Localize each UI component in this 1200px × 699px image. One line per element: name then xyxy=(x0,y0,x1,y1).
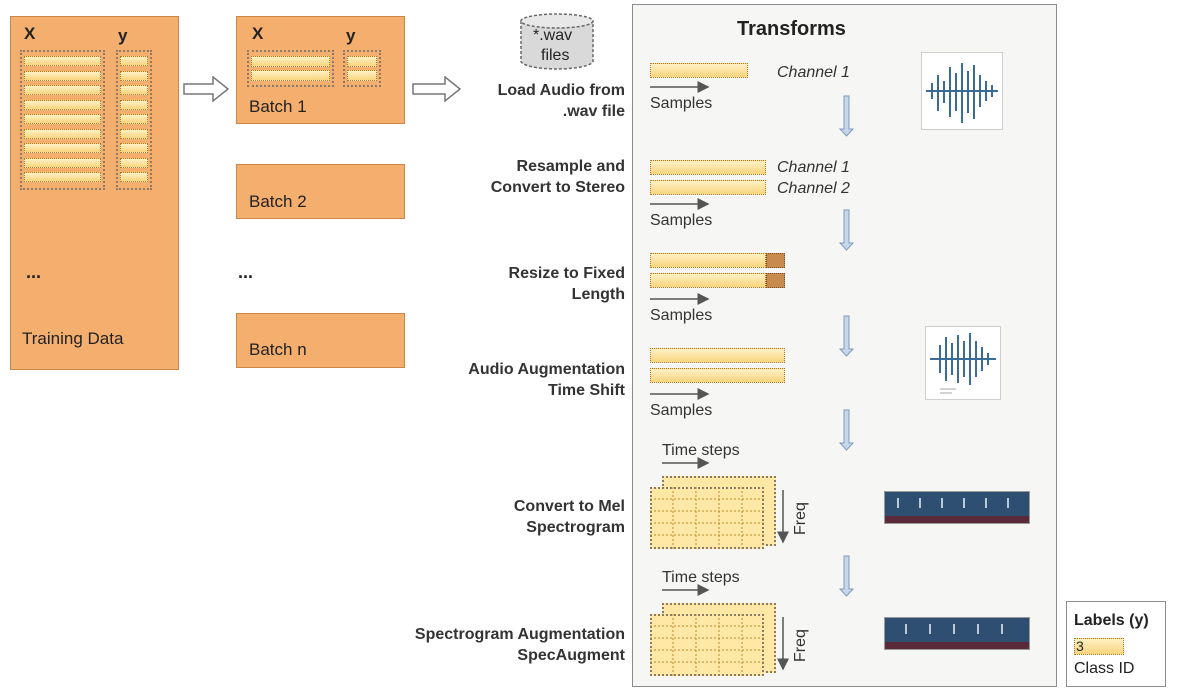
hollow-arrow-icon xyxy=(412,76,462,102)
batch-1-row xyxy=(251,56,330,67)
database-icon xyxy=(520,13,594,70)
padding-block xyxy=(766,253,785,268)
time-steps-label: Time steps xyxy=(662,569,740,586)
class-id-caption: Class ID xyxy=(1074,660,1135,677)
training-x-column xyxy=(20,50,105,190)
training-row xyxy=(120,114,148,124)
step-label-line: Resample and xyxy=(516,158,625,175)
training-y-label: y xyxy=(118,26,128,45)
training-row xyxy=(24,99,101,110)
step-resize: Resize to Fixed Length xyxy=(509,263,625,305)
training-row xyxy=(24,157,101,168)
spectrogram-grid-front xyxy=(650,614,764,676)
batch-1-caption: Batch 1 xyxy=(249,97,307,116)
channel-1-label: Channel 1 xyxy=(777,159,850,176)
training-y-column xyxy=(116,50,152,190)
audio-channel-bar xyxy=(650,368,785,383)
padding-block xyxy=(766,273,785,288)
training-x-label: X xyxy=(24,24,36,43)
audio-channel-bar xyxy=(650,160,766,175)
training-row xyxy=(120,143,148,153)
step-label-line: Convert to Mel xyxy=(513,498,625,515)
training-row xyxy=(120,99,148,110)
step-spec-augment: Spectrogram Augmentation SpecAugment xyxy=(415,624,625,666)
batch-2-caption: Batch 2 xyxy=(249,192,307,211)
class-id-value-box xyxy=(1074,638,1124,655)
training-row xyxy=(24,172,101,182)
batch-1-y-label: y xyxy=(346,26,356,45)
training-row xyxy=(120,70,148,81)
audio-channel-bar xyxy=(650,253,766,268)
training-caption: Training Data xyxy=(22,329,124,348)
training-row xyxy=(120,128,148,139)
step-time-shift: Audio Augmentation Time Shift xyxy=(468,359,625,401)
training-row xyxy=(120,157,148,168)
down-arrow-icon xyxy=(838,95,855,597)
batch-1-row xyxy=(347,56,377,67)
step-label-line: SpecAugment xyxy=(517,647,625,664)
channel-2-label: Channel 2 xyxy=(777,180,850,197)
step-resample: Resample and Convert to Stereo xyxy=(491,156,625,198)
transforms-title: Transforms xyxy=(737,18,846,40)
step-label-line: Audio Augmentation xyxy=(468,361,625,378)
audio-channel-bar xyxy=(650,63,748,78)
training-row xyxy=(120,172,148,182)
step-label-line: Time Shift xyxy=(547,382,625,399)
samples-label: Samples xyxy=(650,95,713,112)
samples-label: Samples xyxy=(650,402,713,419)
samples-label: Samples xyxy=(650,307,713,324)
step-label-line: Resize to Fixed xyxy=(508,265,625,282)
samples-arrow-icon xyxy=(650,81,710,596)
step-label-line: Length xyxy=(571,286,625,303)
samples-label: Samples xyxy=(650,212,713,229)
training-row xyxy=(120,56,148,66)
wav-files-line2: files xyxy=(541,47,570,64)
labels-box-title: Labels (y) xyxy=(1074,612,1149,629)
batch-1-x-label: X xyxy=(252,24,264,43)
step-label-line: Convert to Stereo xyxy=(490,179,625,196)
waveform-thumbnail xyxy=(921,52,1003,130)
waveform-thumbnail xyxy=(925,326,1001,400)
step-label-line: .wav file xyxy=(562,103,625,120)
audio-channel-bar xyxy=(650,180,766,195)
class-id-value: 3 xyxy=(1076,638,1084,654)
batch-1-row xyxy=(251,70,330,81)
spectrogram-grid-lines xyxy=(650,487,764,676)
time-steps-label: Time steps xyxy=(662,442,740,459)
step-label-line: Spectrogram Augmentation xyxy=(414,626,625,643)
batch-2-block xyxy=(236,164,405,219)
training-row xyxy=(120,85,148,95)
training-row xyxy=(24,128,101,139)
audio-channel-bar xyxy=(650,348,785,363)
spectrogram-thumbnail xyxy=(884,617,1030,650)
training-row xyxy=(24,85,101,95)
audio-channel-bar xyxy=(650,273,766,288)
step-load-audio: Load Audio from .wav file xyxy=(498,80,625,122)
batch-1-x-column xyxy=(247,50,334,87)
training-ellipsis: ... xyxy=(26,262,42,282)
batch-1-row xyxy=(347,70,377,81)
training-row xyxy=(24,70,101,81)
hollow-arrow-icon xyxy=(183,76,229,102)
step-mel-spectrogram: Convert to Mel Spectrogram xyxy=(514,496,625,538)
spectrogram-grid-front xyxy=(650,487,764,549)
channel-1-label: Channel 1 xyxy=(777,64,850,81)
batch-ellipsis: ... xyxy=(238,262,254,282)
batch-1-y-column xyxy=(343,50,381,87)
training-row xyxy=(24,114,101,124)
training-row xyxy=(24,56,101,66)
training-row xyxy=(24,143,101,153)
spectrogram-thumbnail xyxy=(884,491,1030,524)
step-label-line: Load Audio from xyxy=(497,82,625,99)
batch-n-caption: Batch n xyxy=(249,340,307,359)
step-label-line: Spectrogram xyxy=(526,519,625,536)
wav-files-line1: *.wav xyxy=(533,27,573,44)
batch-n-block xyxy=(236,313,405,368)
